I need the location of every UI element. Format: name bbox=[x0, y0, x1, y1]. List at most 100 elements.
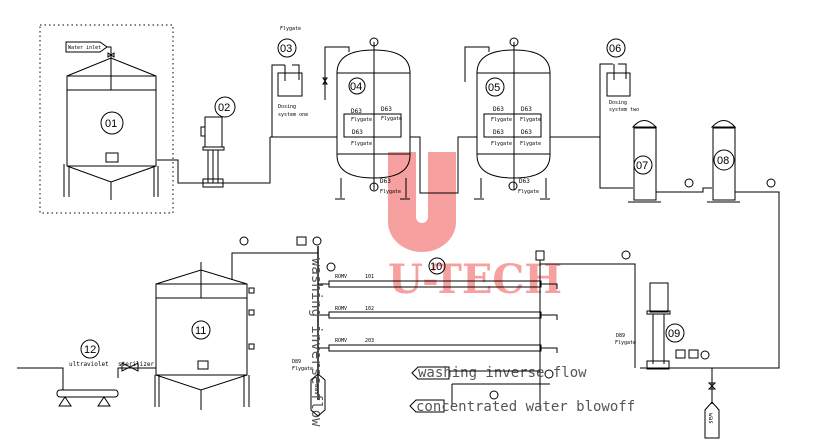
diagram-line bbox=[652, 314, 665, 364]
diagram-line bbox=[17, 367, 64, 390]
diagram-line bbox=[231, 252, 318, 280]
valve-icon bbox=[121, 362, 139, 372]
equipment-number: 10 bbox=[430, 261, 442, 273]
equipment-number: 09 bbox=[668, 328, 680, 340]
pressure-gauge-icon bbox=[239, 236, 249, 246]
pressure-gauge-icon bbox=[489, 390, 499, 400]
diagram-line bbox=[107, 46, 112, 58]
diagram-line bbox=[411, 366, 450, 380]
diagram-line bbox=[63, 164, 159, 197]
diagram-line bbox=[154, 375, 250, 407]
diagram-line bbox=[271, 64, 285, 137]
level-gauge-icon bbox=[197, 360, 209, 370]
flygate-label: Flygate bbox=[491, 117, 512, 123]
flygate-label: Flygate bbox=[520, 117, 541, 123]
equipment-number: 08 bbox=[717, 155, 729, 167]
diagram-line bbox=[613, 63, 627, 80]
pipe-07-to-08 bbox=[656, 187, 712, 193]
diagram-line bbox=[428, 257, 446, 275]
valve-icon bbox=[707, 382, 717, 390]
instrument-icon bbox=[675, 349, 686, 359]
equipment-number: 04 bbox=[350, 81, 362, 93]
equipment-number: 07 bbox=[636, 160, 648, 172]
washing-inverse-flow-outlet: washing inverse flow bbox=[411, 365, 587, 406]
feed-pump-02: 02 bbox=[157, 96, 271, 188]
drain-tag-right: was bbox=[704, 368, 720, 439]
valve-size-label: D63 bbox=[380, 178, 391, 185]
ro-vessel-tag: ROMV bbox=[335, 306, 347, 312]
diagram-line bbox=[328, 311, 542, 319]
diagram-line bbox=[80, 339, 100, 359]
diagram-line bbox=[509, 37, 519, 47]
valve-size-label: D89 bbox=[292, 359, 301, 365]
diagram-line bbox=[606, 72, 631, 97]
diagram-line bbox=[665, 323, 685, 343]
dosing-label: Dosing bbox=[278, 104, 296, 110]
diagram-line bbox=[474, 178, 550, 200]
diagram-line bbox=[599, 63, 613, 137]
diagram-line bbox=[343, 113, 402, 138]
diagram-line bbox=[117, 367, 156, 378]
diagram-line bbox=[322, 77, 328, 85]
diagram-line bbox=[409, 399, 445, 413]
dosing-system-two-06: 06 Dosing system two bbox=[599, 38, 639, 137]
diagram-line bbox=[713, 149, 735, 171]
water-inlet-tag: Water inlet bbox=[65, 41, 115, 58]
diagram-line bbox=[348, 77, 366, 95]
instrument-icon bbox=[296, 236, 307, 246]
diagram-line bbox=[335, 178, 410, 200]
flygate-label: Flygate bbox=[491, 141, 512, 147]
watermark-text: U-TECH bbox=[388, 256, 562, 303]
diagram-line bbox=[66, 165, 157, 183]
valve-icon bbox=[107, 52, 115, 58]
equipment-number: 05 bbox=[488, 82, 500, 94]
ro-vessel-tag: ROMV bbox=[335, 338, 347, 344]
flygate-label: Flygate bbox=[351, 117, 372, 123]
instrument-icon bbox=[688, 349, 699, 359]
diagram-line bbox=[202, 178, 224, 188]
diagram-line bbox=[631, 120, 658, 128]
diagram-line bbox=[214, 96, 236, 118]
valve-size-label: D63 bbox=[381, 106, 392, 113]
flygate-label: Flygate bbox=[381, 116, 402, 122]
cartridge-filter-07: 07 bbox=[628, 120, 661, 203]
pipe-05-to-07 bbox=[550, 136, 633, 189]
high-pressure-pump-09: 09 D89 Flygate bbox=[540, 250, 710, 370]
diagram-line bbox=[369, 182, 379, 192]
diagram-line bbox=[157, 137, 271, 184]
diagram-line bbox=[369, 37, 379, 47]
ro-vessel-tag: ROMV bbox=[335, 274, 347, 280]
valve-size-label: D63 bbox=[493, 129, 504, 136]
raw-water-tank-01: 01 bbox=[63, 57, 159, 200]
ro-vessel-number: 203 bbox=[365, 338, 374, 344]
valve-size-label: D63 bbox=[521, 106, 532, 113]
product-water-tank-11: 11 bbox=[154, 262, 255, 410]
diagram-line bbox=[56, 389, 119, 398]
was-label: was bbox=[707, 413, 714, 424]
ro-vessel: ROMV 203 bbox=[318, 338, 558, 353]
equipment-number: 11 bbox=[195, 325, 206, 337]
ro-vessel-number: 102 bbox=[365, 306, 374, 312]
level-switch-icon bbox=[248, 309, 255, 316]
diagram-line bbox=[451, 383, 550, 406]
diagram-line bbox=[483, 113, 542, 138]
ro-vessel-number: 101 bbox=[365, 274, 374, 280]
diagram-line bbox=[65, 41, 108, 53]
filter-tank-05: 05 D63 Flygate D63 Flygate D63 Flygate D… bbox=[464, 37, 551, 200]
dosing-label: Dosing bbox=[609, 100, 627, 106]
valve-size-label: D63 bbox=[351, 108, 362, 115]
diagram-line bbox=[646, 310, 671, 315]
equipment-number: 12 bbox=[84, 344, 96, 356]
cartridge-filter-08: 08 bbox=[707, 120, 740, 203]
dosing-label: system one bbox=[278, 112, 308, 118]
diagram-line bbox=[318, 283, 558, 289]
flygate-label: Flygate bbox=[292, 366, 313, 372]
diagram-line bbox=[606, 38, 626, 58]
equipment-number: 06 bbox=[609, 43, 621, 55]
diagram-line bbox=[207, 150, 219, 183]
concentrated-water-blowoff-label: concentrated water blowoff bbox=[416, 399, 635, 415]
equipment-number: 01 bbox=[105, 118, 117, 130]
diagram-line bbox=[336, 49, 411, 179]
pressure-gauge-icon bbox=[766, 178, 776, 188]
